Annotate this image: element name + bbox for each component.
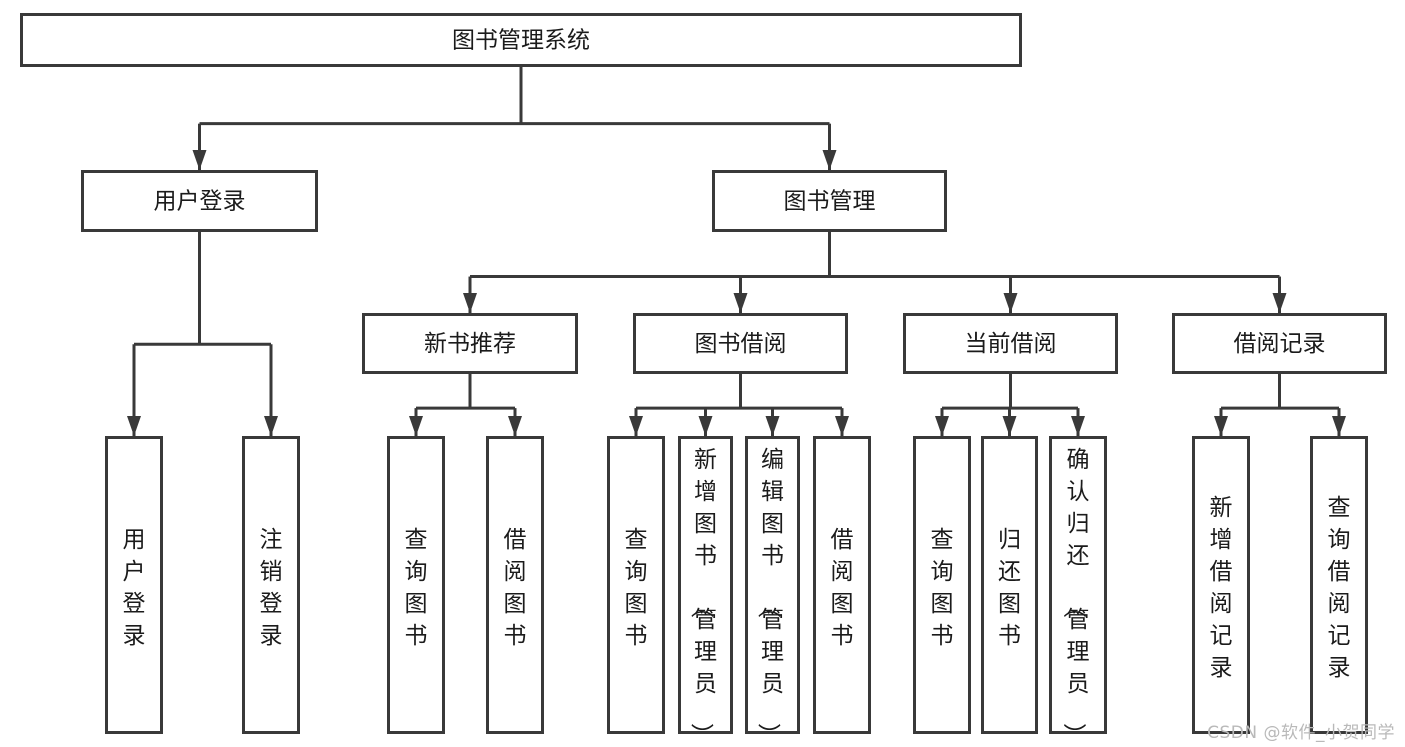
node-box [981,436,1038,734]
node-box [1049,436,1107,734]
node-label: 归还图书 [998,527,1021,649]
connector-root [192,67,837,170]
node-box [1310,436,1368,734]
node-box [387,436,445,734]
node-n-login[interactable]: 用户登录 [81,170,318,232]
node-box [105,436,163,734]
arrow-head-icon [1003,293,1018,313]
arrow-head-icon [1332,416,1346,436]
node-label: 新书推荐 [424,331,516,357]
arrow-head-icon [264,416,278,436]
node-l-rec-2[interactable]: 查询借阅记录 [1310,436,1368,734]
node-l-login-1[interactable]: 用户登录 [105,436,163,734]
connector-n-login [127,232,278,436]
arrow-head-icon [409,416,423,436]
node-l-bor-2[interactable]: 新增图书（管理员） [678,436,733,747]
node-n-record[interactable]: 借阅记录 [1172,313,1387,374]
arrow-head-icon [1272,293,1287,313]
node-box [813,436,871,734]
node-box [1172,313,1387,374]
arrow-head-icon [835,416,849,436]
node-n-current[interactable]: 当前借阅 [903,313,1118,374]
arrow-head-icon [935,416,949,436]
node-label: 确认归还（管理员） [1061,447,1090,746]
node-label: 图书借阅 [695,331,787,357]
node-l-cur-3[interactable]: 确认归还（管理员） [1049,436,1107,747]
arrow-head-icon [765,416,780,436]
node-l-rec-1[interactable]: 新增借阅记录 [1192,436,1250,734]
node-box [903,313,1118,374]
nodes-layer: 图书管理系统用户登录图书管理新书推荐图书借阅当前借阅借阅记录用户登录注销登录查询… [20,13,1387,747]
node-box [242,436,300,734]
node-box [712,170,947,232]
node-label: 借阅图书 [504,527,527,649]
node-l-login-2[interactable]: 注销登录 [242,436,300,734]
node-label: 查询图书 [405,527,428,649]
node-label: 新增图书（管理员） [688,447,717,746]
node-n-newbook[interactable]: 新书推荐 [362,313,578,374]
node-label: 用户登录 [123,527,146,649]
node-box [362,313,578,374]
arrow-head-icon [127,416,141,436]
node-label: 图书管理 [784,189,876,215]
arrow-head-icon [629,416,643,436]
connector-n-current [935,374,1085,436]
arrow-head-icon [698,416,713,436]
arrow-head-icon [1071,416,1085,436]
node-l-new-2[interactable]: 借阅图书 [486,436,544,734]
arrow-head-icon [463,293,477,313]
node-box [1192,436,1250,734]
arrow-head-icon [508,416,522,436]
node-l-cur-2[interactable]: 归还图书 [981,436,1038,734]
connector-n-record [1214,374,1346,436]
node-label: 用户登录 [154,189,246,215]
arrow-head-icon [192,150,207,170]
node-l-new-1[interactable]: 查询图书 [387,436,445,734]
node-box [745,436,800,734]
node-box [486,436,544,734]
node-box [633,313,848,374]
node-label: 注销登录 [260,527,283,649]
node-root[interactable]: 图书管理系统 [20,13,1022,67]
node-label: 图书管理系统 [452,28,590,54]
node-n-bookmgmt[interactable]: 图书管理 [712,170,947,232]
node-label: 查询图书 [625,527,648,649]
arrow-head-icon [822,150,837,170]
node-label: 查询图书 [931,527,954,649]
node-n-borrow[interactable]: 图书借阅 [633,313,848,374]
arrow-head-icon [733,293,748,313]
node-box [913,436,971,734]
node-box [607,436,665,734]
edges-layer [127,67,1346,436]
node-label: 编辑图书（管理员） [755,447,784,746]
node-label: 借阅图书 [831,527,854,649]
node-label: 新增借阅记录 [1210,495,1233,681]
node-label: 查询借阅记录 [1328,495,1351,681]
watermark-text: CSDN @软件_小贺同学 [1207,723,1395,743]
node-label: 借阅记录 [1234,331,1326,357]
node-l-bor-1[interactable]: 查询图书 [607,436,665,734]
node-l-bor-3[interactable]: 编辑图书（管理员） [745,436,800,747]
connector-n-borrow [629,374,849,436]
node-box [81,170,318,232]
node-l-cur-1[interactable]: 查询图书 [913,436,971,734]
arrow-head-icon [1002,416,1017,436]
node-l-bor-4[interactable]: 借阅图书 [813,436,871,734]
node-box [678,436,733,734]
node-box [20,13,1022,67]
connector-n-newbook [409,374,522,436]
arrow-head-icon [1214,416,1228,436]
node-label: 当前借阅 [965,331,1057,357]
connector-n-bookmgmt [463,232,1287,313]
